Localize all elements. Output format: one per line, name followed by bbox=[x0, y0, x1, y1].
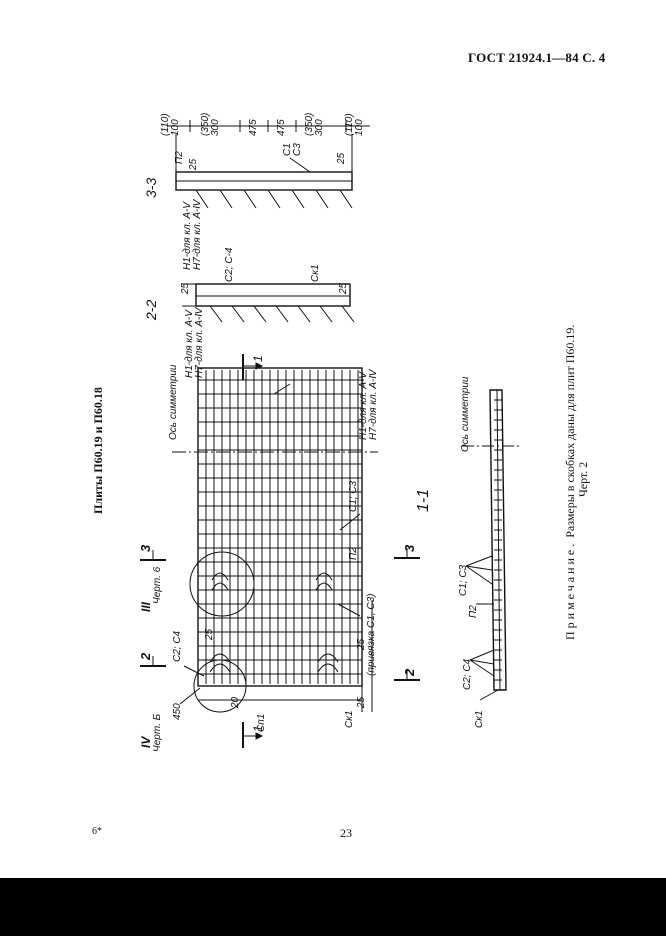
dim-25-section33-right: 25 bbox=[336, 152, 347, 165]
section-hatch bbox=[219, 189, 233, 209]
cut-mark-1-top: 1 bbox=[251, 355, 265, 362]
cut-mark-2-right: 2 bbox=[402, 668, 417, 677]
section-hatch bbox=[315, 189, 329, 209]
dim-100-left: 100 bbox=[170, 119, 181, 136]
callout-p2-section33: П2 bbox=[174, 151, 185, 164]
note-text: Размеры в скобках даны для плит П60.19. bbox=[563, 324, 577, 538]
callout-c2c4-section: С2; С4 bbox=[462, 658, 473, 690]
document-code: ГОСТ 21924.1—84 С. 4 bbox=[468, 50, 606, 65]
section-hatch bbox=[243, 189, 257, 209]
dim-300-right: 300 bbox=[314, 119, 325, 136]
scan-bottom-band bbox=[0, 878, 666, 936]
callout-p2-plan: П2 bbox=[348, 547, 359, 560]
detail-iii-label: III bbox=[139, 601, 153, 612]
lifting-loop-left bbox=[209, 653, 231, 673]
callout-c2c4-plan: С2; С4 bbox=[172, 630, 183, 662]
dim-350-left: (350) bbox=[200, 113, 211, 136]
dim-20: 20 bbox=[230, 696, 241, 709]
detail-circle-iii bbox=[189, 551, 255, 617]
detail-chert6-label: Черт. 6 bbox=[152, 566, 163, 604]
callout-n7-plan: Н7-для кл. А-Ⅳ bbox=[368, 369, 379, 440]
dim-25-section22-right: 25 bbox=[338, 282, 349, 295]
detail-circle-iv bbox=[193, 659, 247, 713]
section-2-2-title: 2-2 bbox=[143, 300, 159, 321]
section-hatch bbox=[341, 305, 355, 323]
callout-p2-section: П2 bbox=[468, 605, 479, 618]
privyazka-label: (привязка С1, С3) bbox=[366, 594, 377, 676]
callout-n1-section22: Н1-для кл. А-Ⅴ bbox=[182, 201, 193, 270]
section-hatch bbox=[267, 189, 281, 209]
section-hatch bbox=[209, 305, 223, 323]
section-2-2 bbox=[182, 283, 355, 323]
dim-300-left: 300 bbox=[210, 119, 221, 136]
dim-25-section33-left: 25 bbox=[188, 158, 199, 171]
callout-sk1-section22: Ск1 bbox=[310, 264, 321, 282]
cut-mark-3-left: 3 bbox=[138, 544, 153, 552]
section-hatch bbox=[291, 189, 305, 209]
cut-mark-1-bottom: 1 bbox=[251, 725, 265, 732]
callout-n7-section22: Н7-для кл. А-Ⅳ bbox=[192, 199, 203, 270]
dim-475-left: 475 bbox=[248, 119, 259, 136]
cut-mark-3-right: 3 bbox=[402, 544, 417, 552]
axis-label-section11: Ось симметрии bbox=[460, 376, 471, 452]
callout-c2c4-section22: С2; С-4 bbox=[224, 247, 235, 282]
callout-n1-plan: Н1-для кл. А-Ⅴ bbox=[358, 371, 369, 440]
sheet-mark: 6* bbox=[92, 826, 102, 837]
detail-iv-label: IV bbox=[139, 736, 153, 748]
callout-n1-top: Н1-для кл. А-Ⅴ bbox=[184, 309, 195, 378]
dim-110-left: (110) bbox=[160, 113, 171, 136]
dim-100-right: 100 bbox=[354, 119, 365, 136]
callout-sk1-section: Ск1 bbox=[474, 710, 485, 728]
transverse-bars bbox=[198, 379, 362, 675]
dim-450: 450 bbox=[172, 703, 183, 720]
section-1-1 bbox=[462, 389, 520, 701]
section-3-3 bbox=[168, 120, 370, 209]
callout-c1c3-section: С1; С3 bbox=[458, 564, 469, 596]
page-number: 23 bbox=[340, 826, 352, 840]
lifting-loop-right bbox=[317, 653, 339, 673]
section-3-3-title: 3-3 bbox=[143, 178, 159, 198]
dim-25-plan-bottom: 25 bbox=[356, 696, 367, 709]
callout-c3-section33: С3 bbox=[292, 143, 303, 156]
dim-350-right: (350) bbox=[304, 113, 315, 136]
slab-plan bbox=[140, 354, 420, 748]
callout-sp1: Сп1 bbox=[256, 714, 267, 732]
axis-label-plan: Ось симметрии bbox=[168, 364, 179, 440]
section-hatch bbox=[231, 305, 245, 323]
dim-25-plan-top: 25 bbox=[204, 628, 215, 641]
dim-475-right: 475 bbox=[276, 119, 287, 136]
callout-sk1-plan: Ск1 bbox=[344, 710, 355, 728]
dim-25-section22-left: 25 bbox=[180, 282, 191, 295]
longitudinal-bars bbox=[205, 370, 359, 684]
figure-caption: Черт. 2 bbox=[576, 461, 590, 497]
lifting-loop-right-top bbox=[315, 572, 333, 591]
section-hatch bbox=[319, 305, 333, 323]
dim-25-plan-mid: 25 bbox=[356, 638, 367, 651]
dim-110-right: (110) bbox=[344, 113, 355, 136]
callout-c1-section33: С1 bbox=[282, 143, 293, 156]
cut-mark-2-left: 2 bbox=[138, 652, 153, 661]
callout-c1c3-plan: С1; С3 bbox=[348, 480, 359, 512]
detail-chertb-label: Черт. Б bbox=[152, 713, 163, 752]
callout-n7-top: Н7-для кл. А-Ⅳ bbox=[194, 307, 205, 378]
note-lead: Примечание. bbox=[563, 540, 577, 640]
section-hatch bbox=[275, 305, 289, 323]
section-hatch bbox=[297, 305, 311, 323]
section-hatch bbox=[253, 305, 267, 323]
section-hatch bbox=[339, 189, 353, 209]
section-hatch bbox=[195, 189, 209, 209]
lifting-loop-top bbox=[211, 572, 229, 591]
section-1-1-title: 1-1 bbox=[415, 489, 432, 512]
